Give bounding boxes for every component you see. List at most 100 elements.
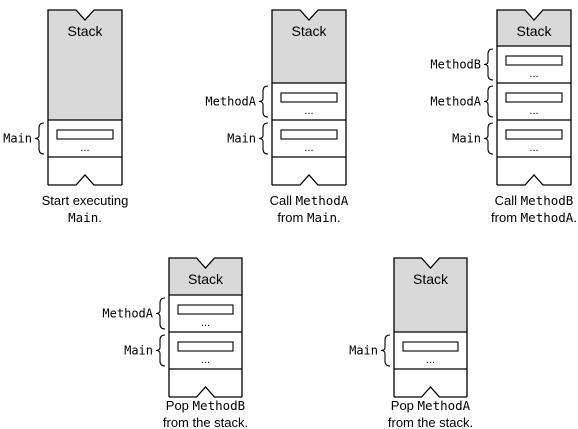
stack-frame-methoda: ... MethodA: [430, 85, 571, 121]
caption-text: .: [98, 210, 102, 225]
stack-outline: [271, 9, 347, 185]
frame-brace: [380, 334, 391, 367]
frame-slot: [505, 129, 563, 140]
stack-free-area: [272, 10, 346, 83]
frame-label: Main: [227, 132, 256, 146]
frame-ellipsis: ...: [529, 105, 538, 117]
frame-brace: [483, 85, 494, 118]
frame-label: MethodA: [205, 95, 256, 109]
stack-free-area: [394, 258, 467, 332]
frame-slot: [177, 341, 234, 352]
caption-text: Call: [495, 193, 521, 208]
frame-brace: [258, 85, 269, 118]
frame-label: MethodB: [430, 58, 481, 72]
panel-caption-line: Call MethodB: [495, 193, 574, 208]
frame-slot: [280, 129, 338, 140]
panel-caption-line: Call MethodA: [270, 193, 349, 208]
frame-ellipsis: ...: [201, 317, 210, 329]
stack-outline: [47, 9, 123, 185]
frame-slot: [280, 92, 338, 103]
caption-text: from: [491, 210, 521, 225]
panel-caption-line: from MethodA.: [491, 210, 577, 225]
caption-code: Main: [307, 210, 337, 225]
caption-text: Call: [270, 193, 296, 208]
frame-label: Main: [349, 344, 378, 358]
caption-code: MethodA: [418, 398, 471, 413]
frame-brace: [258, 122, 269, 155]
caption-text: Pop: [391, 398, 418, 413]
frame-label: Main: [124, 344, 153, 358]
stack-free-area: [169, 258, 242, 295]
stack-free-area: [497, 10, 571, 46]
frame-brace: [155, 334, 166, 367]
stack-frame-main: ... Main: [349, 334, 467, 370]
frame-ellipsis: ...: [304, 105, 313, 117]
stack-outline: [168, 257, 243, 397]
stack-label: Stack: [291, 23, 327, 39]
frame-slot: [505, 55, 563, 66]
stack-frame-methoda: ... MethodA: [205, 85, 346, 121]
stack-frame-methodb: ... MethodB: [430, 48, 571, 84]
stack-frame-main: ... Main: [227, 122, 346, 158]
frame-ellipsis: ...: [80, 142, 89, 154]
panel-caption-line: Main.: [68, 210, 102, 225]
stack-frame-main: ... Main: [3, 122, 122, 158]
frame-ellipsis: ...: [201, 354, 210, 366]
frame-slot: [56, 129, 114, 140]
frame-slot: [177, 304, 234, 315]
caption-text: .: [337, 210, 341, 225]
stack-outline: [393, 257, 468, 397]
stack-frame-main: ... Main: [452, 122, 571, 158]
frame-brace: [483, 122, 494, 155]
caption-text: from the stack.: [388, 415, 473, 429]
caption-text: from the stack.: [163, 415, 248, 429]
stack-frame-methoda: ... MethodA: [102, 297, 242, 333]
stack-bottom-edge: [272, 174, 346, 186]
frame-brace: [155, 297, 166, 330]
panel-caption-line: from the stack.: [163, 415, 248, 429]
frame-ellipsis: ...: [529, 68, 538, 80]
stack-bottom-edge: [394, 386, 467, 398]
stack-bottom-edge: [48, 174, 122, 186]
stack-bottom-edge: [169, 386, 242, 398]
caption-text: Start executing: [42, 193, 129, 208]
frame-label: Main: [3, 132, 32, 146]
frame-ellipsis: ...: [304, 142, 313, 154]
caption-code: MethodB: [193, 398, 246, 413]
panel-caption-line: from the stack.: [388, 415, 473, 429]
caption-code: Main: [68, 210, 98, 225]
panel-caption-line: Pop MethodB: [166, 398, 245, 413]
caption-code: MethodA: [521, 210, 574, 225]
stack-label: Stack: [67, 23, 103, 39]
caption-text: from: [277, 210, 307, 225]
frame-slot: [505, 92, 563, 103]
frame-ellipsis: ...: [426, 354, 435, 366]
stack-free-area: [48, 10, 122, 120]
frame-label: Main: [452, 132, 481, 146]
frame-ellipsis: ...: [529, 142, 538, 154]
panel-caption-line: Pop MethodA: [391, 398, 471, 413]
caption-text: .: [573, 210, 577, 225]
panel-caption-line: from Main.: [277, 210, 340, 225]
stack-label: Stack: [188, 271, 224, 287]
frame-label: MethodA: [430, 95, 481, 109]
frame-brace: [34, 122, 45, 155]
stack-frame-main: ... Main: [124, 334, 242, 370]
frame-label: MethodA: [102, 307, 153, 321]
caption-code: MethodB: [521, 193, 574, 208]
stack-label: Stack: [516, 23, 552, 39]
caption-code: MethodA: [296, 193, 349, 208]
stack-bottom-edge: [497, 174, 571, 186]
stack-outline: [496, 9, 572, 185]
panel-caption-line: Start executing: [42, 193, 129, 208]
caption-text: Pop: [166, 398, 193, 413]
stack-label: Stack: [413, 271, 449, 287]
frame-brace: [483, 48, 494, 81]
frame-slot: [402, 341, 459, 352]
